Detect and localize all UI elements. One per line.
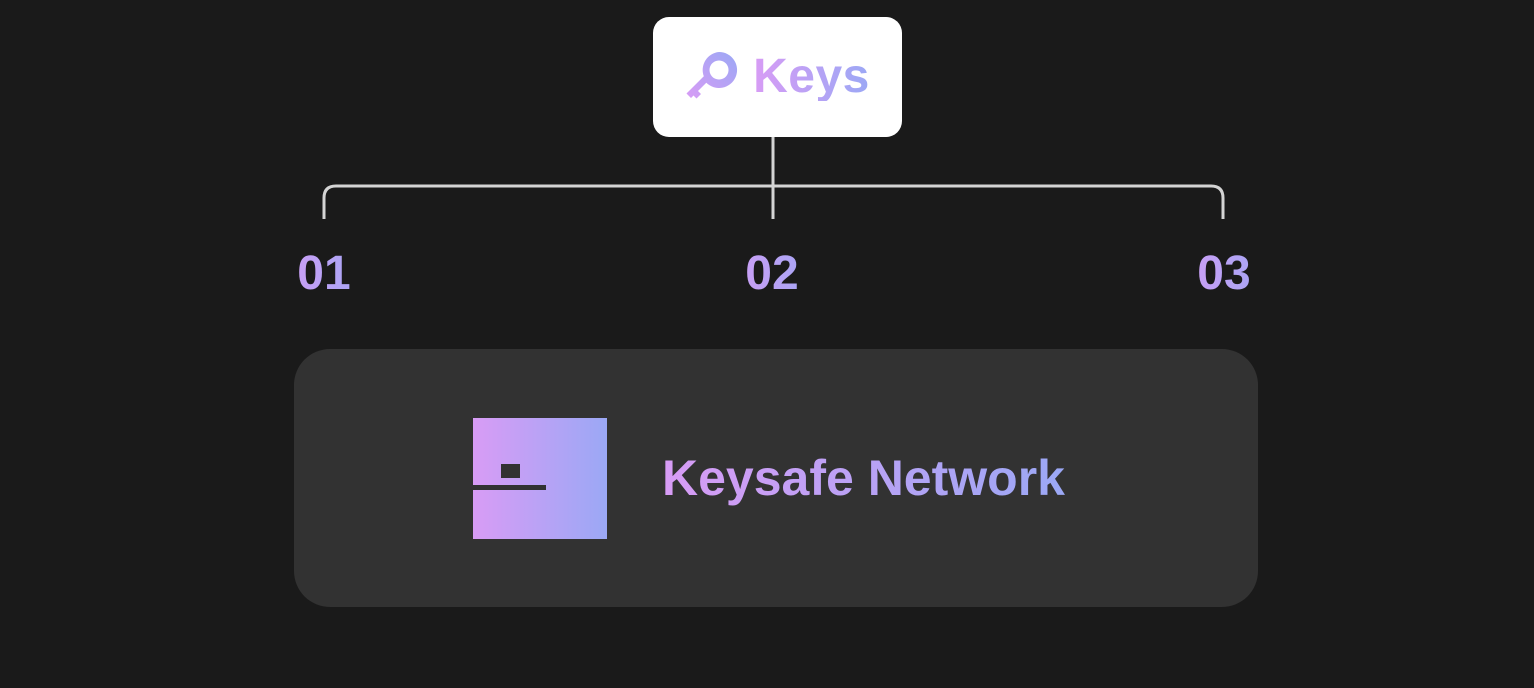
network-card: Keysafe Network [294, 349, 1258, 607]
step-number-01: 01 [264, 250, 384, 298]
step-number-03: 03 [1164, 250, 1284, 298]
step-number-02: 02 [712, 250, 832, 298]
key-icon [686, 51, 738, 99]
keys-node: Keys [653, 17, 902, 137]
connector-branch [322, 184, 1225, 219]
network-name: Keysafe Network [662, 450, 1065, 506]
keys-label: Keys [753, 50, 870, 103]
keysafe-logo-icon [473, 418, 607, 539]
